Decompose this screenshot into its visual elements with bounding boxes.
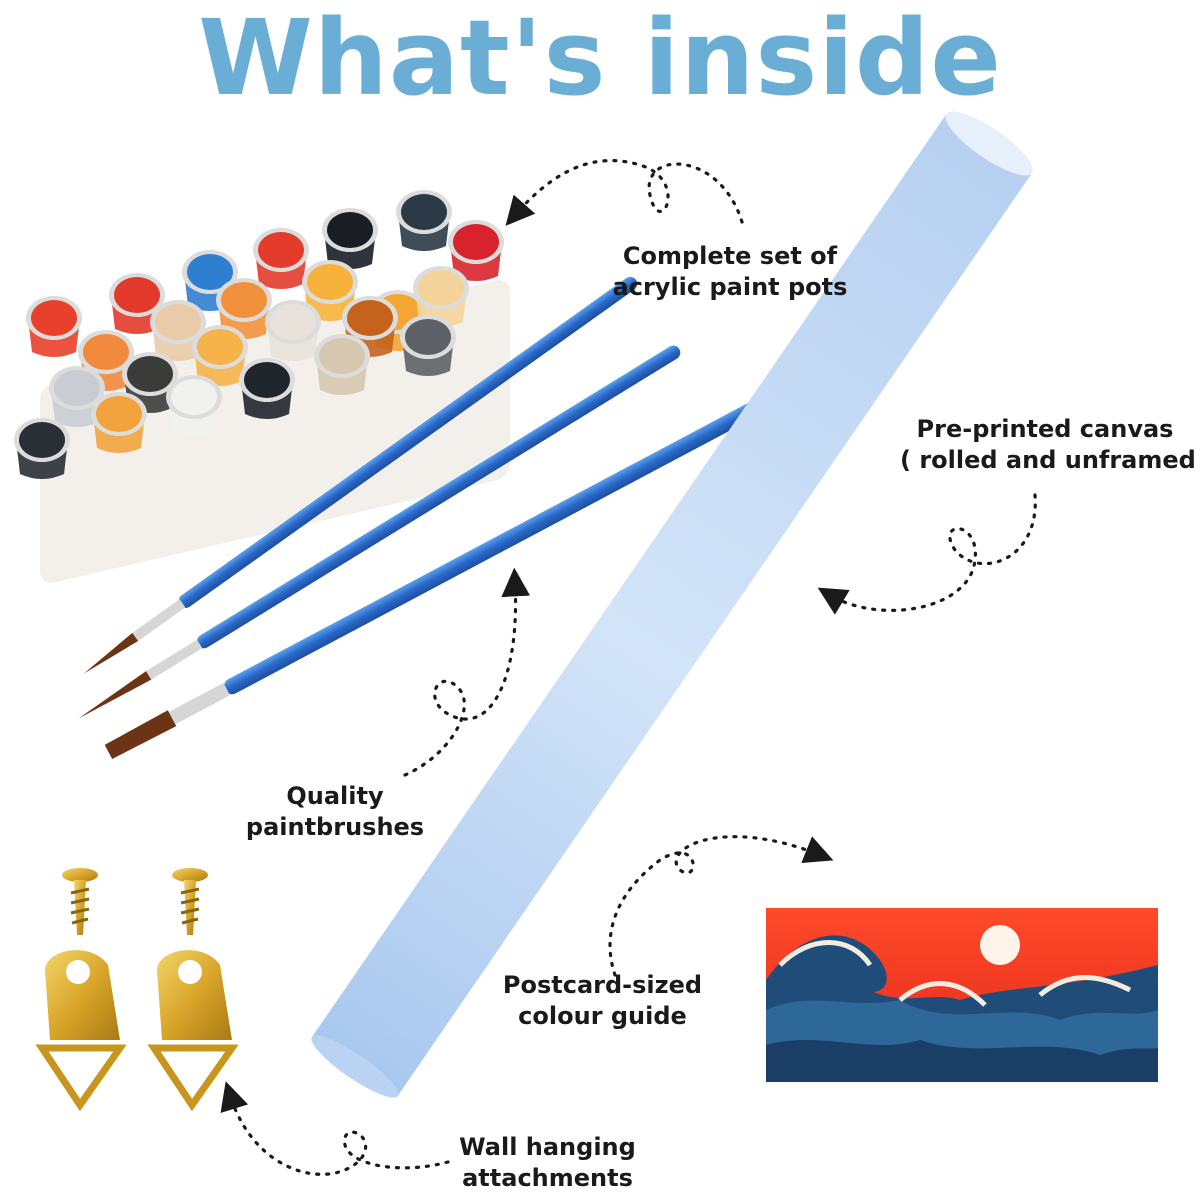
dotted-arrow-icon: [608, 835, 834, 977]
canvas-label-line2: ( rolled and unframed ): [900, 446, 1200, 474]
hanging-label-line1: Wall hanging: [459, 1133, 636, 1161]
colour-guide-label-line1: Postcard-sized: [502, 971, 703, 999]
paint-pot: [253, 228, 309, 289]
hanging-label: Wall hanging attachments: [440, 1132, 655, 1194]
paint-pot: [239, 358, 295, 419]
colour-guide-card: [766, 908, 1158, 1082]
page-title: What's inside: [198, 0, 1002, 119]
paint-pot: [302, 260, 358, 321]
paint-pot: [91, 392, 147, 453]
brushes-label: Quality paintbrushes: [235, 781, 435, 843]
paint-pots-set: [14, 190, 510, 583]
dotted-arrow-icon: [403, 567, 531, 777]
paint-pot: [400, 315, 456, 376]
paint-pots-label: Complete set of acrylic paint pots: [610, 241, 850, 303]
dotted-arrow-icon: [817, 493, 1037, 615]
paint-pot: [216, 278, 272, 339]
paint-pot: [166, 375, 222, 436]
dotted-arrow-icon: [505, 159, 744, 226]
paint-pot: [322, 208, 378, 269]
canvas-roll: [311, 111, 1033, 1098]
brushes-label-line1: Quality: [286, 782, 384, 810]
colour-guide-label: Postcard-sized colour guide: [495, 970, 710, 1032]
brushes-label-line2: paintbrushes: [245, 813, 425, 841]
hanging-label-line2: attachments: [462, 1164, 633, 1192]
paint-pots-group: [14, 190, 504, 479]
paint-pot: [192, 325, 248, 386]
colour-guide-label-line2: colour guide: [518, 1002, 687, 1030]
paint-pot: [314, 334, 370, 395]
paint-pot: [265, 300, 321, 361]
paint-pot: [150, 300, 206, 361]
paint-pots-label-line1: Complete set of: [622, 242, 838, 270]
paint-pot: [26, 296, 82, 357]
paint-pot: [396, 190, 452, 251]
canvas-label-line1: Pre-printed canvas: [916, 415, 1174, 443]
paint-pot: [448, 220, 504, 281]
dotted-arrow-icon: [220, 1081, 450, 1176]
wall-hanging-hardware: [35, 868, 239, 1112]
paint-pot: [342, 296, 398, 357]
paint-pot: [14, 418, 70, 479]
paint-pots-label-line2: acrylic paint pots: [612, 273, 848, 301]
canvas-label: Pre-printed canvas ( rolled and unframed…: [900, 414, 1200, 476]
paint-pot: [109, 273, 165, 334]
paintbrushes: [78, 276, 765, 760]
paint-pot: [49, 366, 105, 427]
